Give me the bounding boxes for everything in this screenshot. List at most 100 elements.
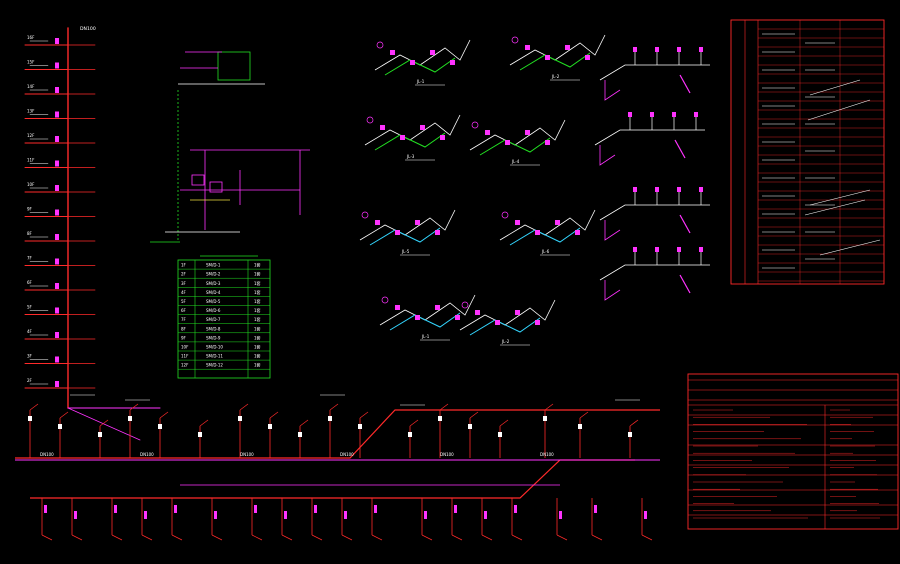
bottom-branch-elbow: [239, 403, 249, 411]
iso-pipe-colored: [369, 227, 441, 246]
iso-group: JL-5: [359, 209, 456, 256]
fixture-row-model: SM/D-1: [206, 263, 221, 268]
fixture-row-code: 5F: [181, 299, 187, 304]
iso-fixture-marker: [395, 230, 400, 235]
iso-pipe-colored: [384, 57, 456, 76]
riser-floor-tag: 11F: [27, 158, 35, 163]
iso-node-circle: [381, 296, 389, 304]
bottom-valve-marker: [454, 505, 457, 513]
riser-floor-tag: 10F: [27, 182, 35, 187]
iso-group-title: JL-3: [406, 154, 415, 159]
bottom-fixture-marker: [158, 424, 162, 429]
riser-valve-marker: [55, 209, 59, 216]
bottom-branch-foot: [211, 534, 223, 541]
bottom-branch-foot: [141, 534, 153, 541]
riser-valve-marker: [55, 283, 59, 289]
iso-pipe-white: [469, 119, 566, 151]
bottom-fixture-marker: [238, 416, 242, 421]
iso-fixture-marker: [585, 55, 590, 60]
legend-symbol-line: [809, 189, 871, 206]
bottom-valve-marker: [644, 511, 647, 519]
iso-fixture-marker: [495, 320, 500, 325]
right-iso-fixture: [628, 112, 632, 117]
fixture-row-qty: 1套: [254, 262, 261, 268]
fixture-table-frame: [177, 259, 271, 379]
iso-group: JL-4: [469, 119, 566, 166]
iso-fixture-marker: [515, 220, 520, 225]
fixture-row-qty: 1套: [254, 298, 261, 304]
riser-foot-diagonal: [67, 407, 141, 441]
iso-fixture-marker: [455, 315, 460, 320]
fixture-row-code: 4F: [181, 290, 187, 295]
fixture-row-code: 8F: [181, 326, 187, 331]
fixture-row-qty: 1套: [254, 289, 261, 295]
right-iso-accent: [679, 214, 691, 234]
bottom-branch-foot: [111, 534, 123, 541]
iso-group: JL-2: [459, 299, 556, 346]
riser-floor-tag: 4F: [27, 329, 33, 334]
iso-fixture-marker: [420, 125, 425, 130]
bottom-branch-foot: [171, 534, 183, 541]
fixture-row-qty: 1套: [254, 344, 261, 350]
fixture-row-model: SM/D-3: [206, 281, 221, 286]
fixture-row-code: 9F: [181, 335, 187, 340]
iso-pipe-colored: [509, 227, 581, 246]
bottom-valve-marker: [214, 511, 217, 519]
iso-fixture-marker: [450, 60, 455, 65]
riser-floor-tag: 12F: [27, 133, 35, 138]
bottom-branch-elbow: [629, 419, 639, 427]
right-iso-group: [594, 112, 705, 166]
fixture-row-code: 10F: [181, 345, 189, 350]
iso-fixture-marker: [415, 315, 420, 320]
bottom-branch-elbow: [159, 411, 169, 419]
riser-valve-marker: [55, 356, 59, 363]
bottom-fixture-marker: [328, 416, 332, 421]
bottom-valve-marker: [484, 511, 487, 519]
fixture-row-qty: 1套: [254, 353, 261, 359]
iso-group: JL-6: [499, 209, 596, 256]
iso-group: JL-1: [379, 294, 476, 341]
iso-group: JL-3: [364, 114, 461, 161]
bottom-branch-elbow: [409, 419, 419, 427]
bottom-branch-elbow: [439, 403, 449, 411]
pump-unit-1: [191, 174, 205, 186]
bottom-branch-elbow: [299, 419, 309, 427]
fixture-row-code: 2F: [181, 272, 187, 277]
riser-valve-marker: [55, 234, 59, 240]
right-iso-drop: [604, 80, 621, 101]
iso-fixture-marker: [435, 305, 440, 310]
right-iso-fixture: [655, 47, 659, 52]
fixture-row-qty: 1套: [254, 325, 261, 331]
bottom-branch-elbow: [59, 411, 69, 419]
bottom-valve-marker: [144, 511, 147, 519]
bottom-fixture-marker: [498, 432, 502, 437]
bottom-valve-marker: [254, 505, 257, 513]
right-iso-fixture: [655, 187, 659, 192]
fixture-row-code: 12F: [181, 363, 189, 368]
bottom-pipe-label: DN100: [40, 452, 54, 457]
right-iso-pipe: [599, 64, 710, 81]
fixture-row-qty: 1套: [254, 280, 261, 286]
bottom-branch-elbow: [269, 411, 279, 419]
iso-node-circle: [366, 116, 374, 124]
bottom-fixture-marker: [298, 432, 302, 437]
riser-floor-tag: 6F: [27, 280, 33, 285]
iso-group-title: JL-5: [401, 249, 410, 254]
iso-fixture-marker: [545, 140, 550, 145]
right-iso-fixture: [655, 247, 659, 252]
iso-fixture-marker: [410, 60, 415, 65]
right-iso-accent: [679, 74, 691, 94]
right-iso-pipe: [599, 264, 710, 281]
riser-floor-tag: 5F: [27, 305, 33, 310]
bottom-branch-elbow: [329, 403, 339, 411]
right-iso-fixture: [694, 112, 698, 117]
riser-valve-marker: [55, 136, 59, 142]
bottom-fixture-marker: [543, 416, 547, 421]
bottom-branch-foot: [511, 534, 523, 541]
design-notes-table: [687, 373, 899, 530]
